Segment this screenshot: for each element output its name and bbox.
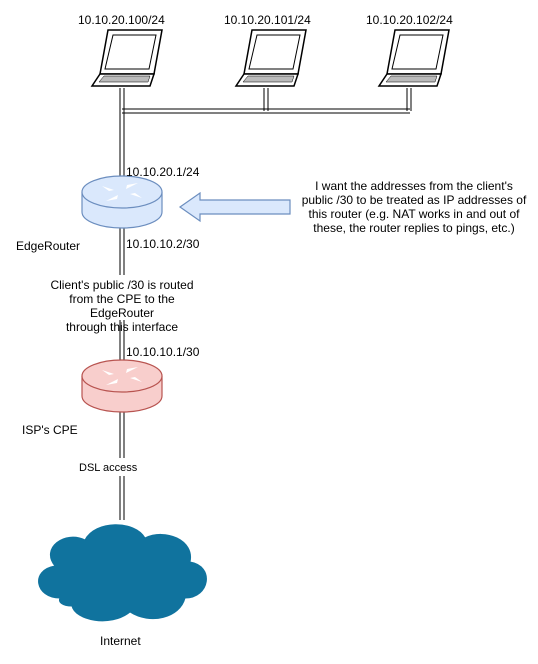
isp-cpe-lan-ip: 10.10.10.1/30 [126, 345, 200, 359]
arrow-left-icon [178, 191, 291, 223]
dsl-link [119, 410, 125, 520]
laptop-icon [377, 29, 450, 87]
laptop-icon [90, 29, 163, 87]
isp-cpe-icon [81, 359, 163, 413]
link-note: Client's public /30 is routed from the C… [50, 278, 194, 334]
laptop-ip-label: 10.10.20.100/24 [78, 13, 165, 27]
laptop-icon [234, 29, 307, 87]
edge-router-lan-ip: 10.10.20.1/24 [126, 165, 200, 179]
laptop-ip-label: 10.10.20.102/24 [366, 13, 453, 27]
edge-router-wan-ip: 10.10.10.2/30 [126, 237, 200, 251]
edge-router-name: EdgeRouter [16, 239, 81, 253]
dsl-label: DSL access [79, 462, 138, 474]
edge-router-icon [81, 175, 163, 229]
internet-cloud-icon [38, 524, 207, 622]
lan-bus [119, 88, 412, 185]
internet-label: Internet [100, 634, 141, 648]
isp-cpe-name: ISP's CPE [22, 423, 78, 437]
laptop-ip-label: 10.10.20.101/24 [224, 13, 311, 27]
arrow-note: I want the addresses from the client's p… [301, 179, 527, 235]
